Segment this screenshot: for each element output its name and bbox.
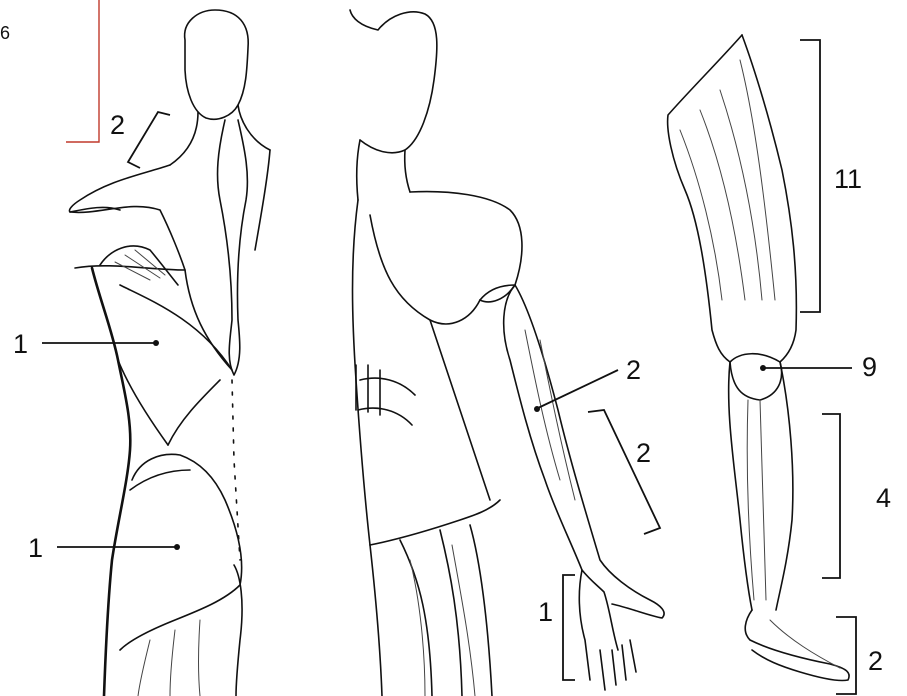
knee-label: 9 [862, 354, 877, 381]
back-lower-label: 1 [28, 535, 43, 562]
foot-label: 2 [868, 648, 883, 675]
leg-figure [668, 35, 849, 681]
corner-marker [66, 0, 99, 142]
torso-pointers [534, 370, 660, 680]
arm-pointer-label: 2 [626, 357, 641, 384]
corner-number-label: 6 [0, 24, 10, 42]
thigh-label: 11 [834, 166, 862, 193]
back-upper-label: 1 [13, 331, 28, 358]
hand-label: 1 [538, 599, 553, 626]
back-shoulder-label: 2 [110, 112, 125, 139]
forearm-label: 2 [636, 440, 651, 467]
shin-label: 4 [876, 485, 891, 512]
torso-figure [350, 10, 664, 696]
